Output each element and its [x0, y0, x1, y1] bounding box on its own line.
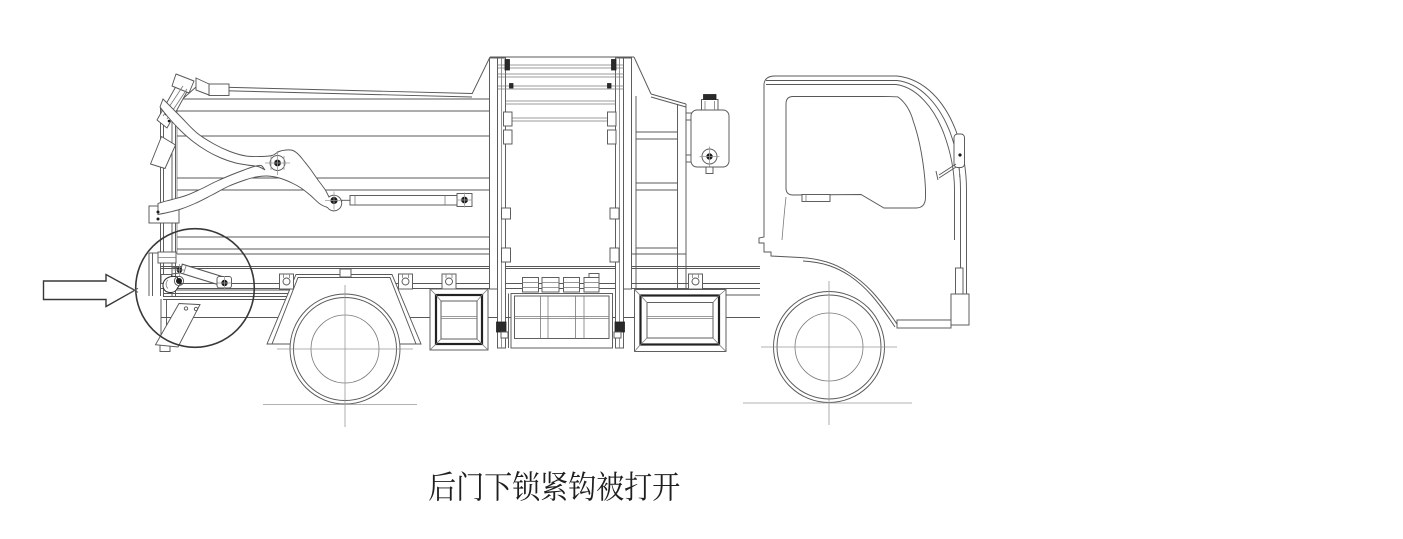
- frame-hanger-brackets: [279, 273, 703, 290]
- center-equipment-box: [508, 293, 613, 349]
- cab: [758, 75, 970, 329]
- hydraulic-oil-tank: [686, 94, 730, 174]
- wheel-centerlines: [263, 281, 912, 427]
- body-tank: [176, 56, 687, 289]
- bin-lifter-frame: [489, 56, 634, 349]
- callout-arrow-icon: [42, 273, 139, 308]
- arm-hydraulic-cylinder: [341, 192, 473, 208]
- toolbox-left: [429, 288, 489, 351]
- rear-door-lock-mechanism: [154, 263, 232, 348]
- toolbox-right: [634, 289, 727, 352]
- side-mirror: [935, 133, 965, 181]
- tailgate-lifter-arm: [148, 73, 343, 224]
- callout-circle: [134, 227, 256, 349]
- caption-text: 后门下锁紧钩被打开: [426, 466, 686, 506]
- caption-glyphs: [429, 471, 680, 501]
- small-boxes-row: [522, 273, 600, 293]
